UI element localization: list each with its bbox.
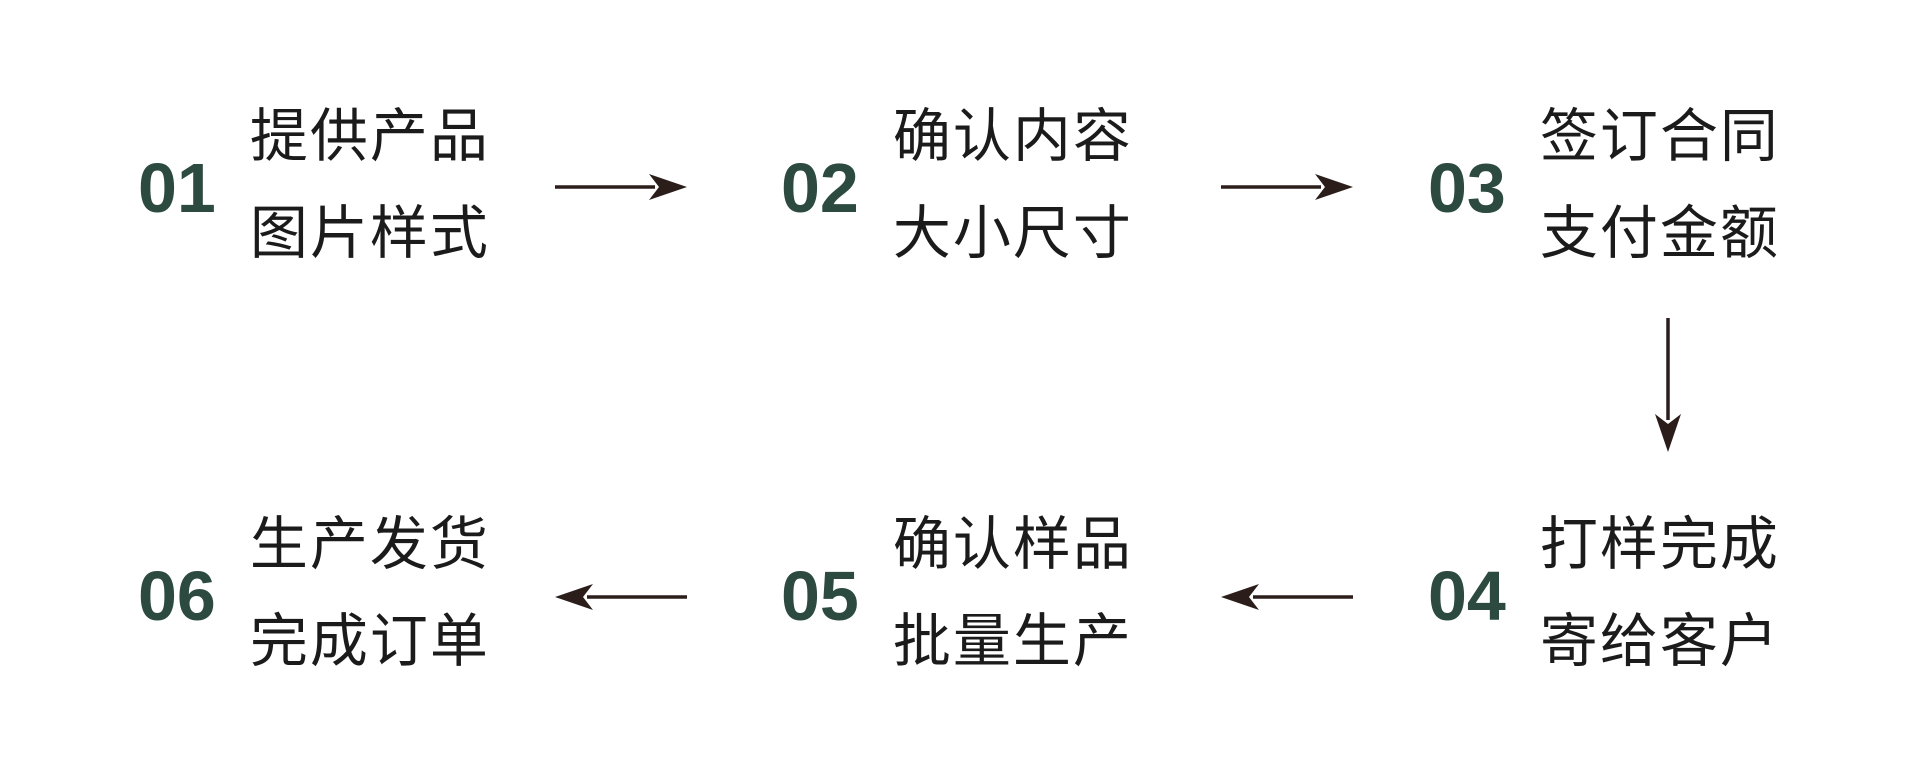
arrow-02-03-right-icon <box>1221 174 1353 200</box>
step-03-number: 03 <box>1428 149 1506 227</box>
step-05-text: 确认样品 批量生产 <box>893 496 1133 690</box>
step-01: 01 提供产品 图片样式 <box>138 88 490 282</box>
arrow-03-04-down-icon <box>1655 318 1681 452</box>
step-02-text: 确认内容 大小尺寸 <box>893 88 1133 282</box>
step-05-number: 05 <box>781 557 859 635</box>
step-03-text: 签订合同 支付金额 <box>1540 88 1780 282</box>
step-04-number: 04 <box>1428 557 1506 635</box>
step-06-line-2: 完成订单 <box>249 609 490 674</box>
step-03-line-2: 支付金额 <box>1539 201 1780 266</box>
step-02-number: 02 <box>781 149 859 227</box>
step-06-line-1: 生产发货 <box>249 512 490 577</box>
step-03: 03 签订合同 支付金额 <box>1428 88 1780 282</box>
step-02-line-1: 确认内容 <box>892 104 1133 169</box>
step-01-number: 01 <box>138 149 216 227</box>
step-03-line-1: 签订合同 <box>1539 104 1780 169</box>
step-02: 02 确认内容 大小尺寸 <box>781 88 1133 282</box>
step-05-line-2: 批量生产 <box>892 609 1133 674</box>
step-02-line-2: 大小尺寸 <box>892 201 1133 266</box>
step-06: 06 生产发货 完成订单 <box>138 496 490 690</box>
step-04-line-2: 寄给客户 <box>1539 609 1780 674</box>
step-05: 05 确认样品 批量生产 <box>781 496 1133 690</box>
arrow-05-06-left-icon <box>555 584 687 610</box>
step-04: 04 打样完成 寄给客户 <box>1428 496 1780 690</box>
step-01-text: 提供产品 图片样式 <box>250 88 490 282</box>
arrow-04-05-left-icon <box>1221 584 1353 610</box>
step-04-text: 打样完成 寄给客户 <box>1540 496 1780 690</box>
step-05-line-1: 确认样品 <box>892 512 1133 577</box>
step-01-line-2: 图片样式 <box>249 201 490 266</box>
step-01-line-1: 提供产品 <box>249 104 490 169</box>
step-04-line-1: 打样完成 <box>1539 512 1780 577</box>
step-06-text: 生产发货 完成订单 <box>250 496 490 690</box>
arrow-01-02-right-icon <box>555 174 687 200</box>
step-06-number: 06 <box>138 557 216 635</box>
